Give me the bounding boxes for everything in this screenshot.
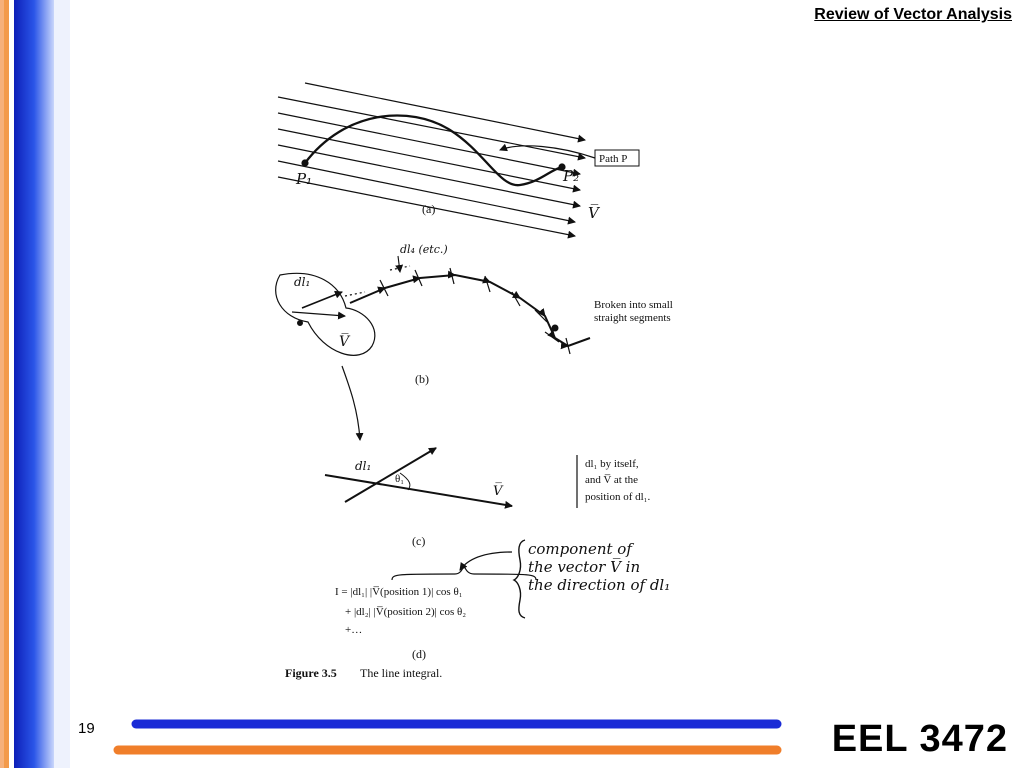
path-p-box bbox=[594, 149, 640, 167]
field-v-label-a: V̅ bbox=[588, 203, 601, 222]
panel-a bbox=[277, 82, 640, 239]
page-number: 19 bbox=[78, 720, 95, 737]
path-p-curve bbox=[304, 114, 563, 187]
segment-dl1-label-c: dl₁ bbox=[355, 459, 371, 473]
point-p2-label: P₂ bbox=[562, 167, 579, 185]
figure-caption-text: The line integral. bbox=[360, 666, 442, 680]
field-v-label-c: V̅ bbox=[493, 483, 504, 499]
field-v-label-b: V̅ bbox=[339, 331, 351, 350]
panel-b-label: (b) bbox=[415, 372, 429, 386]
figure-caption-number: Figure 3.5 bbox=[285, 666, 337, 680]
panel-c-note-line2: and V̅ at the bbox=[585, 474, 638, 486]
equation-line1: I = |dl₁| |V̅(position 1)| cos θ₁ bbox=[335, 586, 463, 598]
panel-b-note-line2: straight segments bbox=[594, 312, 671, 324]
panel-c-label: (c) bbox=[412, 534, 425, 548]
point-p1-label: P₁ bbox=[295, 170, 312, 188]
annotation-line1: component of bbox=[528, 540, 634, 558]
line-integral-figure: Path P P₁ P₂ V̅ (a) dl₄ (etc.) dl₁ V̅ Br… bbox=[275, 82, 673, 680]
panel-c-note-line3: position of dl₁. bbox=[585, 491, 651, 503]
panel-b bbox=[275, 255, 591, 441]
course-code: EEL 3472 bbox=[831, 718, 1008, 760]
equation-line3: +… bbox=[345, 624, 362, 636]
panel-d-label: (d) bbox=[412, 647, 426, 661]
panel-c-note-line1: dl₁ by itself, bbox=[585, 458, 639, 470]
path-p-label: Path P bbox=[599, 153, 627, 165]
annotation-line3: the direction of dl₁ bbox=[528, 576, 670, 594]
left-decorative-sidebar bbox=[0, 0, 70, 768]
segment-dl4-label: dl₄ (etc.) bbox=[400, 243, 448, 256]
annotation-line2: the vector V̅ in bbox=[528, 557, 640, 576]
equation-line2: + |dl₂| |V̅(position 2)| cos θ₂ bbox=[345, 606, 466, 618]
angle-theta1-label: θ₁ bbox=[395, 473, 404, 485]
zoom-arrow bbox=[341, 365, 364, 441]
footer-decorative-lines bbox=[113, 719, 782, 755]
panel-d bbox=[391, 539, 537, 619]
panel-c bbox=[324, 447, 578, 509]
panel-b-note-line1: Broken into small bbox=[594, 299, 673, 311]
slide-title: Review of Vector Analysis bbox=[814, 6, 1012, 23]
segment-dl1-label-b: dl₁ bbox=[294, 275, 310, 289]
blob-outline bbox=[275, 272, 376, 356]
panel-a-label: (a) bbox=[422, 202, 435, 216]
